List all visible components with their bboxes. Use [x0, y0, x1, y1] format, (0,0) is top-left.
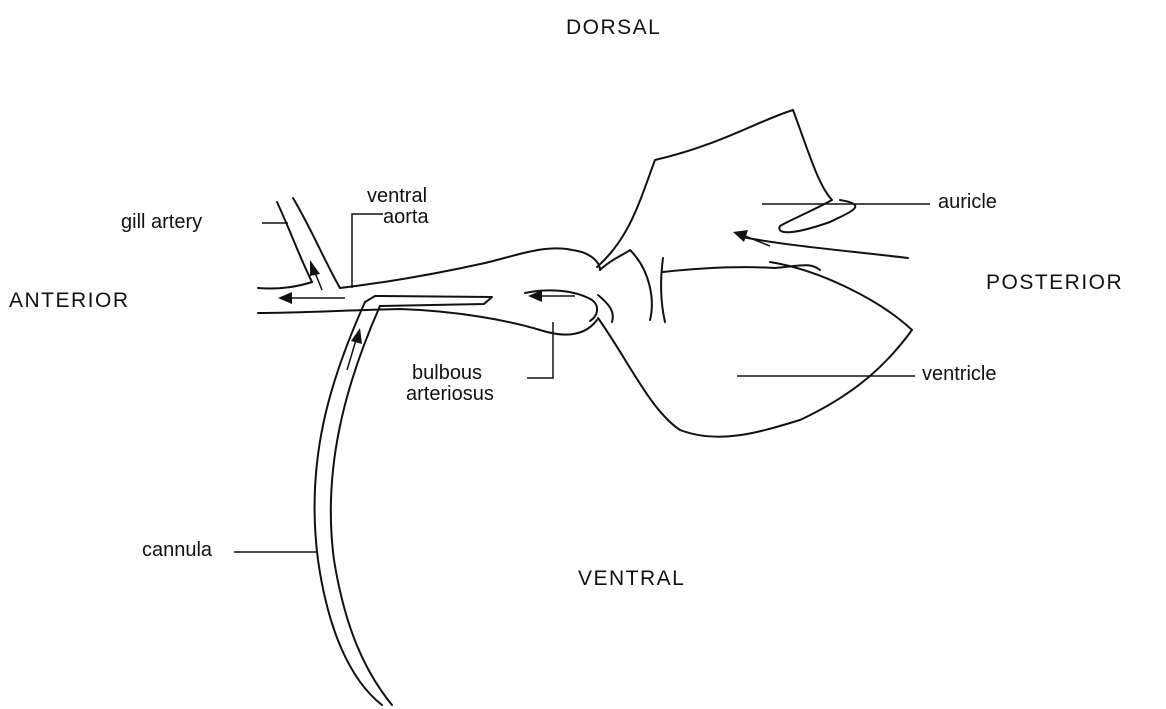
ventral-aorta-label-line2: aorta	[367, 207, 429, 228]
valve-line	[600, 250, 652, 320]
auricle-label: auricle	[938, 192, 997, 213]
flow-arrow-head	[310, 260, 320, 276]
cannula-tube	[315, 302, 382, 705]
posterior-label: POSTERIOR	[986, 272, 1123, 294]
ventral-aorta-label-line1: ventral	[367, 186, 429, 207]
flow-arrow-head	[733, 230, 748, 242]
ventral-aorta-outline	[340, 248, 600, 288]
bulbous-arteriosus-label: bulbous arteriosus	[406, 363, 494, 405]
ventral-label: VENTRAL	[578, 568, 685, 590]
auricle-outline	[597, 110, 855, 267]
gill-artery-outline	[277, 202, 312, 282]
flow-arrow-head	[278, 292, 292, 304]
valve-line	[661, 258, 665, 322]
cannula-label: cannula	[142, 540, 212, 561]
anterior-label: ANTERIOR	[9, 290, 130, 312]
ventral-aorta-outline	[258, 282, 312, 289]
gill-artery-label: gill artery	[121, 212, 202, 233]
ventral-aorta-outline	[258, 309, 597, 335]
ventricle-label: ventricle	[922, 364, 996, 385]
valve-line	[598, 295, 613, 322]
bulbous-label-line2: arteriosus	[406, 384, 494, 405]
dorsal-label: DORSAL	[566, 17, 661, 39]
auricle-outline	[742, 237, 908, 258]
cannula-tip	[365, 296, 492, 306]
ventricle-outline	[598, 262, 912, 437]
ventral-aorta-label: ventral aorta	[367, 186, 429, 228]
bulbous-label-line1: bulbous	[406, 363, 494, 384]
